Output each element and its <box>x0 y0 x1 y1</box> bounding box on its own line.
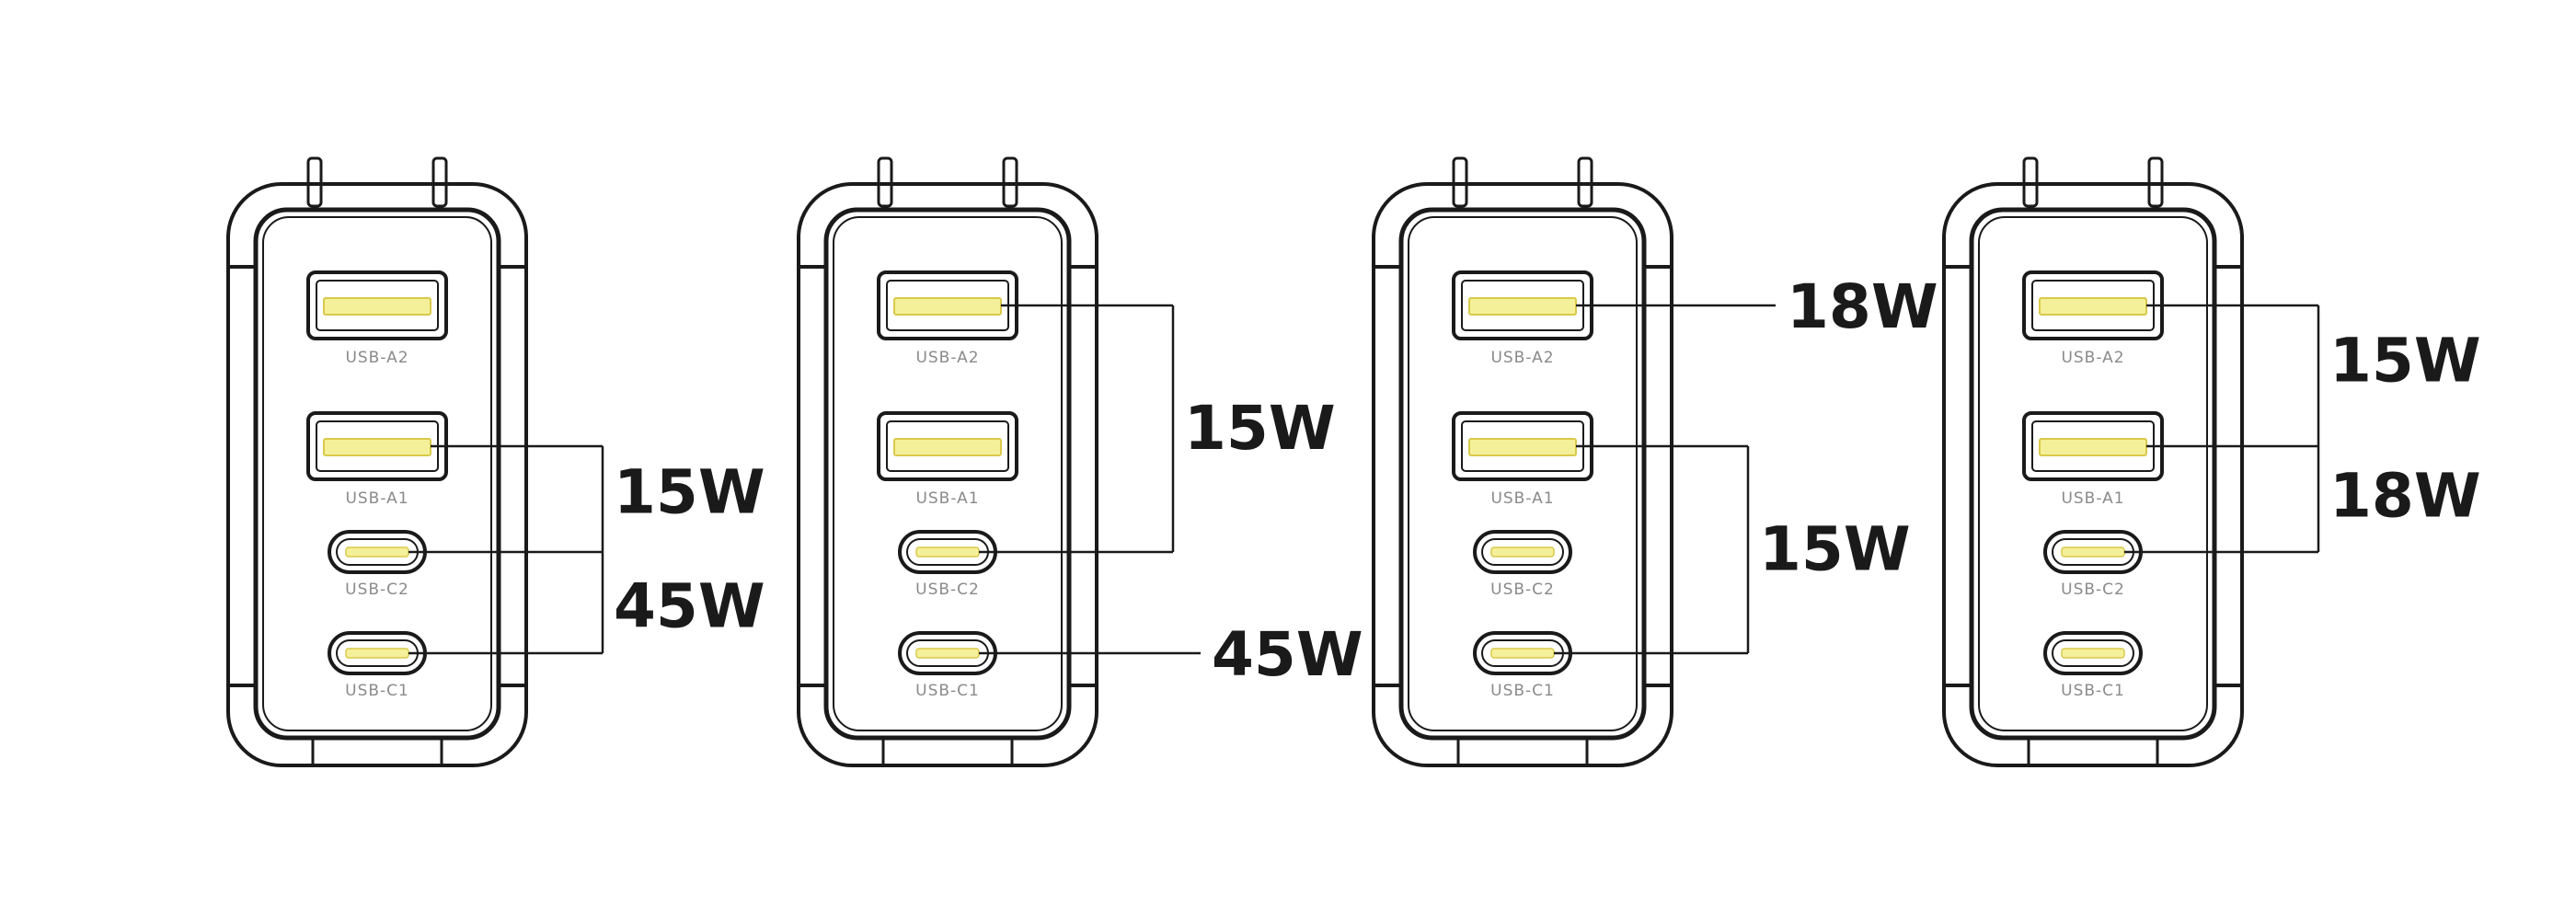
usb-c-socket-icon <box>1473 530 1572 574</box>
usb-a-tongue <box>1468 438 1577 456</box>
wattage-label: 15W <box>1184 393 1336 464</box>
power-group: 15W <box>1554 444 1911 655</box>
usb-c-tongue <box>345 648 409 659</box>
port-usb-a1: USB-A1 <box>306 411 448 508</box>
charger-face-inner <box>833 216 1063 731</box>
port-usb-c1: USB-C1 <box>898 631 997 700</box>
port-label: USB-C1 <box>1490 682 1555 700</box>
usb-a-tongue <box>893 297 1002 316</box>
charger-outer-shell <box>797 182 1098 767</box>
port-usb-a2: USB-A2 <box>1452 270 1593 367</box>
wattage-label: 15W <box>1759 514 1911 585</box>
usb-a-socket-rim <box>316 280 439 331</box>
port-label: USB-C2 <box>915 581 980 599</box>
wattage-label: 18W <box>2329 461 2481 532</box>
wattage-label: 18W <box>1787 271 1938 342</box>
usb-c-socket-rim <box>2052 639 2134 667</box>
charger-outer-shell <box>1942 182 2244 767</box>
port-usb-c1: USB-C1 <box>328 631 427 700</box>
usb-c-socket-rim <box>1481 538 1564 566</box>
usb-a-tongue <box>323 438 431 456</box>
port-usb-a1: USB-A1 <box>877 411 1018 508</box>
port-label: USB-A2 <box>915 349 979 367</box>
port-label: USB-A1 <box>345 489 408 508</box>
port-label: USB-C1 <box>345 682 409 700</box>
usb-a-tongue <box>893 438 1002 456</box>
usb-c-tongue <box>1490 648 1555 659</box>
port-label: USB-A2 <box>345 349 408 367</box>
charger-face-inner <box>1978 216 2208 731</box>
usb-a-socket-icon <box>877 411 1018 481</box>
power-group: 15W 45W <box>408 444 765 655</box>
charger-outer-shell <box>226 182 528 767</box>
usb-a-socket-rim <box>886 420 1009 472</box>
usb-a-tongue <box>2039 438 2147 456</box>
port-usb-c1: USB-C1 <box>2043 631 2143 700</box>
port-usb-a2: USB-A2 <box>2022 270 2164 367</box>
wattage-label: 45W <box>1212 619 1363 690</box>
port-usb-a1: USB-A1 <box>1452 411 1593 508</box>
wattage-label: 15W <box>614 457 765 528</box>
port-label: USB-C1 <box>915 682 980 700</box>
usb-a-socket-icon <box>306 270 448 340</box>
charger-face-inner <box>262 216 492 731</box>
usb-c-tongue <box>345 546 409 558</box>
charger-face-inner <box>1408 216 1638 731</box>
usb-c-socket-icon <box>2043 631 2143 675</box>
charger-face-panel <box>253 207 501 741</box>
port-usb-a1: USB-A1 <box>2022 411 2164 508</box>
charger-face-panel <box>1969 207 2217 741</box>
port-label: USB-C2 <box>345 581 409 599</box>
power-group: 15W 18W <box>2124 304 2481 554</box>
usb-a-tongue <box>2039 297 2147 316</box>
port-usb-c2: USB-C2 <box>898 530 997 599</box>
port-usb-a2: USB-A2 <box>877 270 1018 367</box>
power-group: 18W <box>1576 271 1938 342</box>
port-label: USB-C2 <box>2061 581 2125 599</box>
usb-c-tongue <box>1490 546 1555 558</box>
usb-c-tongue <box>915 648 980 659</box>
port-label: USB-A1 <box>2061 489 2124 508</box>
charger-face-panel <box>823 207 1072 741</box>
charger-outer-shell <box>1372 182 1673 767</box>
port-label: USB-C1 <box>2061 682 2125 700</box>
port-usb-c2: USB-C2 <box>328 530 427 599</box>
usb-c-tongue <box>2061 648 2125 659</box>
charger-face-panel <box>1398 207 1647 741</box>
port-label: USB-C2 <box>1490 581 1555 599</box>
usb-a-tongue <box>323 297 431 316</box>
wattage-label: 45W <box>614 570 765 641</box>
port-usb-c2: USB-C2 <box>2043 530 2143 599</box>
port-label: USB-A1 <box>915 489 979 508</box>
port-usb-c2: USB-C2 <box>1473 530 1572 599</box>
usb-c-tongue <box>2061 546 2125 558</box>
wattage-label: 15W <box>2329 325 2481 396</box>
port-usb-c1: USB-C1 <box>1473 631 1572 700</box>
usb-a-tongue <box>1468 297 1577 316</box>
port-label: USB-A2 <box>1490 349 1554 367</box>
port-usb-a2: USB-A2 <box>306 270 448 367</box>
power-group: 15W <box>979 304 1336 554</box>
port-label: USB-A1 <box>1490 489 1554 508</box>
power-group: 45W <box>979 619 1363 690</box>
usb-c-tongue <box>915 546 980 558</box>
port-label: USB-A2 <box>2061 349 2124 367</box>
